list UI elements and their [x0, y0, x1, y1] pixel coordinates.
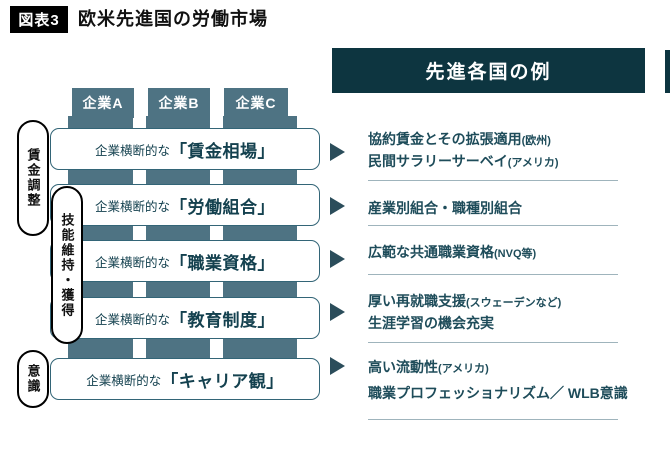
example-text: 産業別組合・職種別組合 [368, 200, 522, 216]
arrow-right-icon [330, 303, 345, 321]
figure-number-badge: 図表3 [10, 6, 68, 33]
example-note: (アメリカ) [438, 363, 489, 375]
side-label-text: 賃金調整 [25, 148, 41, 208]
divider-line [368, 274, 618, 275]
example-text: 高い流動性 [368, 359, 438, 375]
example-item-wage-2: 民間サラリーサーベイ(アメリカ) [368, 153, 559, 170]
row-main-label: 「賃金相場」 [170, 141, 275, 161]
example-item-qualification: 広範な共通職業資格(NVQ等) [368, 244, 536, 261]
divider-line [368, 419, 618, 420]
example-note: (NVQ等) [494, 248, 537, 260]
row-education-system: 企業横断的な「教育制度」 [50, 297, 320, 339]
row-prefix-label: 企業横断的な [94, 199, 170, 214]
side-label-text: 意識 [25, 364, 41, 394]
row-wage-level: 企業横断的な「賃金相場」 [50, 128, 320, 170]
company-box-b: 企業B [148, 88, 210, 118]
example-item-mobility: 高い流動性(アメリカ) [368, 359, 489, 376]
row-prefix-label: 企業横断的な [94, 255, 170, 270]
clipped-edge-element [665, 50, 670, 93]
divider-line [368, 342, 618, 343]
example-note: (スウェーデンなど) [466, 297, 562, 309]
row-main-label: 「教育制度」 [170, 310, 275, 330]
example-text: 協約賃金とその拡張適用 [368, 131, 522, 147]
page-title: 欧米先進国の労働市場 [78, 9, 268, 29]
row-vocational-qualification: 企業横断的な「職業資格」 [50, 240, 320, 282]
example-item-union: 産業別組合・職種別組合 [368, 200, 522, 217]
row-labor-union: 企業横断的な「労働組合」 [50, 184, 320, 226]
example-note: (アメリカ) [507, 157, 559, 169]
divider-line [368, 180, 618, 181]
side-label-text: 技能維持・獲得 [59, 212, 75, 318]
row-main-label: 「職業資格」 [170, 253, 275, 273]
right-panel-header: 先進各国の例 [332, 48, 645, 93]
arrow-right-icon [330, 357, 345, 375]
row-career-view: 企業横断的な「キャリア観」 [50, 358, 320, 400]
example-item-reemployment: 厚い再就職支援(スウェーデンなど) [368, 293, 561, 310]
arrow-right-icon [330, 197, 345, 215]
example-text: 生涯学習の機会充実 [368, 315, 494, 331]
arrow-right-icon [330, 143, 345, 161]
divider-line [368, 225, 618, 226]
example-text: 厚い再就職支援 [368, 293, 466, 309]
example-item-mobility-2: 職業プロフェッショナリズム／ WLB意識 [368, 385, 628, 402]
row-main-label: 「キャリア観」 [161, 371, 284, 391]
row-prefix-label: 企業横断的な [94, 143, 170, 158]
example-note: (欧州) [521, 135, 551, 147]
company-box-a: 企業A [72, 88, 134, 118]
arrow-right-icon [330, 250, 345, 268]
side-label-skill-maintenance: 技能維持・獲得 [51, 186, 83, 344]
row-main-label: 「労働組合」 [170, 197, 275, 217]
company-box-c: 企業C [224, 88, 288, 118]
example-text: 職業プロフェッショナリズム／ WLB意識 [368, 385, 628, 401]
row-prefix-label: 企業横断的な [94, 312, 170, 327]
row-prefix-label: 企業横断的な [86, 373, 162, 388]
side-label-consciousness: 意識 [17, 350, 49, 408]
side-label-wage-adjustment: 賃金調整 [17, 120, 49, 236]
example-text: 民間サラリーサーベイ [368, 153, 508, 169]
example-item-wage: 協約賃金とその拡張適用(欧州) [368, 131, 551, 148]
example-item-reemployment-2: 生涯学習の機会充実 [368, 315, 494, 332]
example-text: 広範な共通職業資格 [368, 244, 494, 260]
